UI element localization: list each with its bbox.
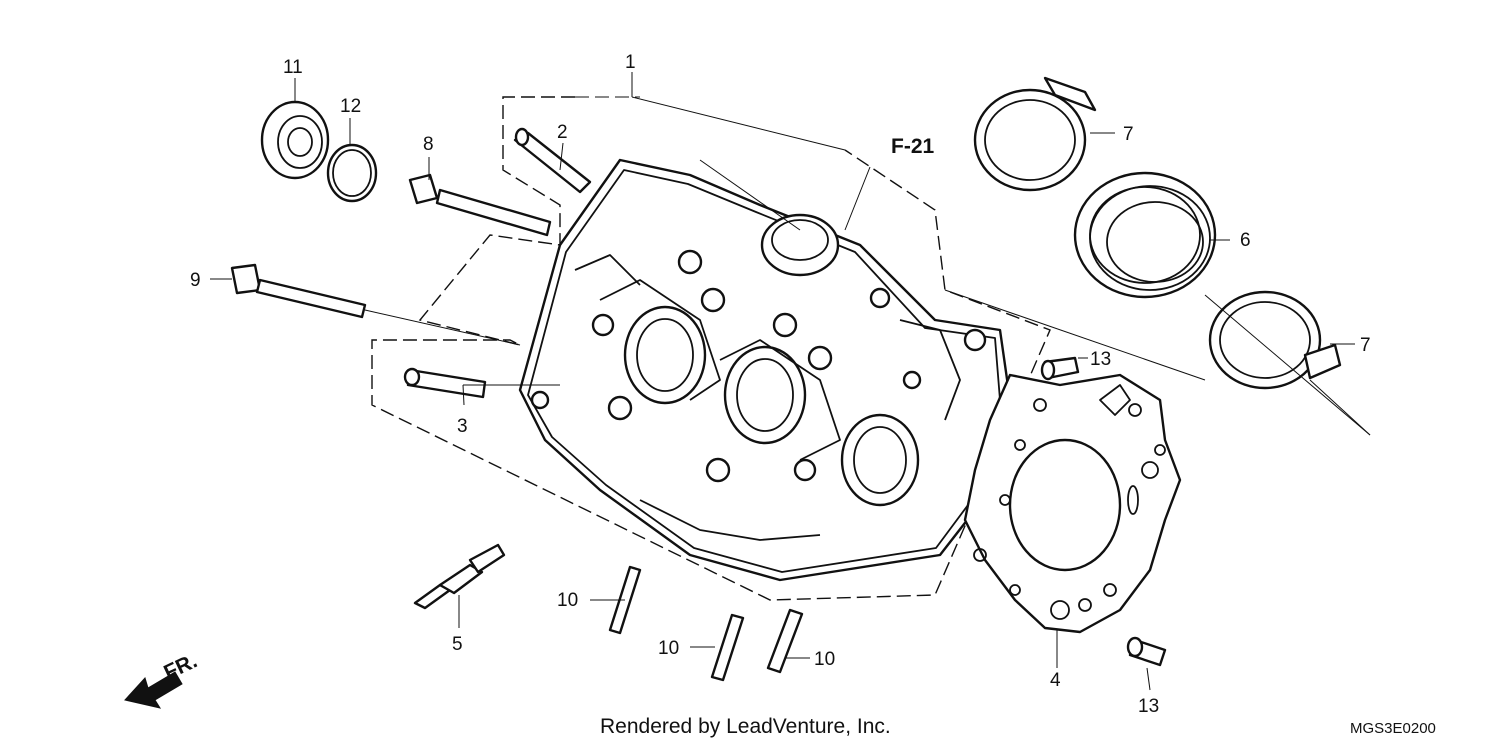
callout-4: 4 <box>1050 670 1061 691</box>
callout-10-c: 10 <box>814 649 835 670</box>
callout-10-a: 10 <box>557 590 578 611</box>
pipe-part-2[interactable] <box>513 127 592 194</box>
callout-2: 2 <box>557 122 568 143</box>
leader-lines <box>210 72 1371 691</box>
callout-12: 12 <box>340 96 361 117</box>
callout-5: 5 <box>452 634 463 655</box>
callout-13-upper: 13 <box>1090 349 1111 370</box>
hose-clamp-upper[interactable] <box>973 76 1097 192</box>
bolt-part-8[interactable] <box>408 173 552 237</box>
callout-labels: 1 2 3 4 5 6 7 7 8 9 10 10 10 11 12 13 13… <box>190 52 1371 717</box>
o-ring-part-12[interactable] <box>326 143 378 203</box>
bolt-part-9[interactable] <box>230 263 367 319</box>
callout-7-lower: 7 <box>1360 335 1371 356</box>
spark-plug[interactable] <box>413 543 506 610</box>
callout-13-lower: 13 <box>1138 696 1159 717</box>
callout-8: 8 <box>423 134 434 155</box>
reference-label-f21: F-21 <box>891 135 935 158</box>
cylinder-head[interactable] <box>518 158 1012 582</box>
callout-9: 9 <box>190 270 201 291</box>
head-gasket[interactable] <box>963 373 1182 634</box>
guide-pin-3[interactable] <box>403 367 487 399</box>
stud-bolt-2[interactable] <box>710 613 745 682</box>
hose-clamp-lower[interactable] <box>1208 290 1342 390</box>
callout-10-b: 10 <box>658 638 679 659</box>
stud-bolt-3[interactable] <box>766 608 804 674</box>
dowel-pin-upper[interactable] <box>1040 356 1080 381</box>
footer-credit: Rendered by LeadVenture, Inc. <box>600 715 891 738</box>
callout-3: 3 <box>457 416 468 437</box>
insulator-part-6[interactable] <box>1073 171 1217 299</box>
cap-part-11[interactable] <box>260 100 330 180</box>
callout-6: 6 <box>1240 230 1251 251</box>
callout-11: 11 <box>283 57 303 78</box>
callout-7-upper: 7 <box>1123 124 1134 145</box>
front-direction-arrow: FR. <box>124 649 201 709</box>
diagram-code: MGS3E0200 <box>1350 720 1436 737</box>
callout-1: 1 <box>625 52 636 73</box>
assembly-outline <box>371 96 1051 601</box>
dowel-pin-lower[interactable] <box>1126 636 1167 667</box>
